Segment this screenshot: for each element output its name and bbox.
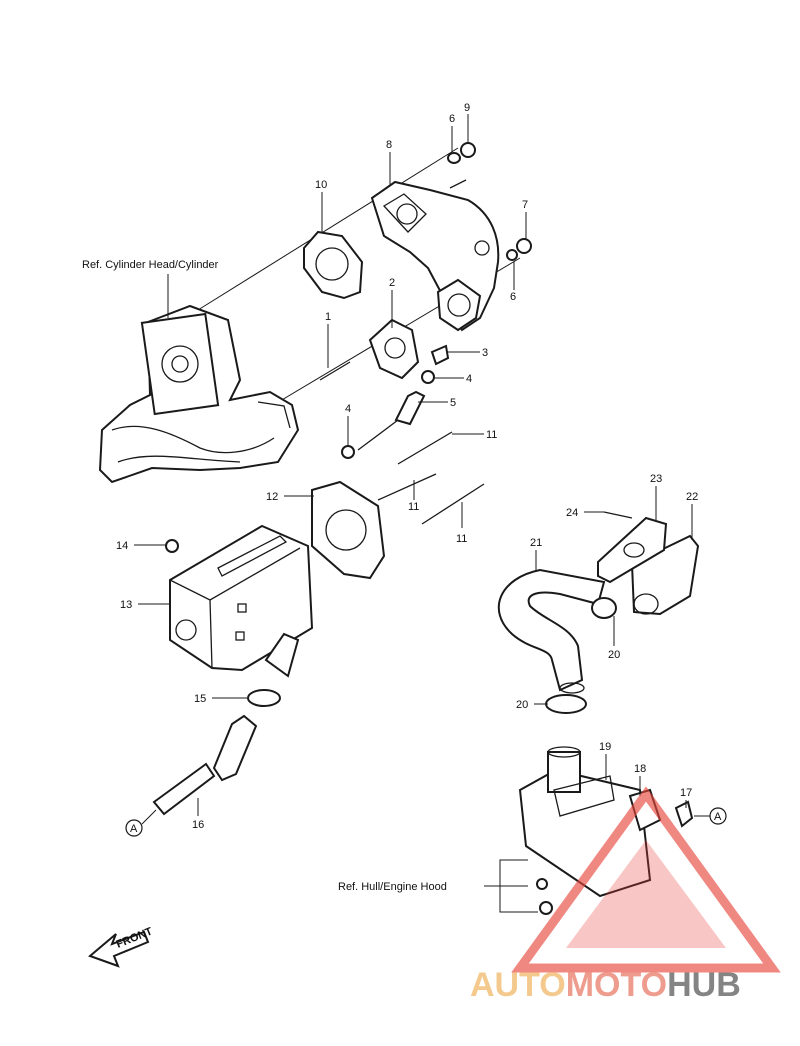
reference-hull-label: Ref. Hull/Engine Hood <box>338 881 447 893</box>
water-box-19 <box>518 746 652 898</box>
callout-4b: 4 <box>345 403 351 415</box>
watermark-part-moto: MOTO <box>566 966 667 1004</box>
watermark-part-hub: HUB <box>667 966 741 1004</box>
reference-cylinder: Ref. Cylinder Head/Cylinder <box>82 259 219 318</box>
gasket-10 <box>303 230 364 300</box>
gasket-12 <box>311 480 386 580</box>
hose-5 <box>394 390 426 426</box>
washer-6-top <box>447 152 461 164</box>
stud-1 <box>319 361 351 381</box>
callout-17: 17 <box>680 787 692 799</box>
callout-3: 3 <box>482 347 488 359</box>
callout-21: 21 <box>530 537 542 549</box>
screw-hull <box>536 878 553 915</box>
muffler-13 <box>169 524 314 678</box>
callout-11b: 11 <box>408 501 419 513</box>
callout-5: 5 <box>450 397 456 409</box>
callout-11a: 11 <box>486 429 497 441</box>
callout-1: 1 <box>325 311 331 323</box>
clamp-20-upper <box>591 597 617 619</box>
callout-11c: 11 <box>456 533 467 545</box>
callout-7: 7 <box>522 199 528 211</box>
callout-23: 23 <box>650 473 662 485</box>
callout-12: 12 <box>266 491 278 503</box>
studs-11 <box>357 419 485 525</box>
callout-2: 2 <box>389 277 395 289</box>
connector-a-right-label: A <box>714 811 722 823</box>
connector-a-right: A <box>694 807 727 825</box>
callout-20a: 20 <box>608 649 620 661</box>
callout-8: 8 <box>386 139 392 151</box>
warning-triangle-logo-icon <box>511 786 781 973</box>
pipe-21 <box>497 568 606 694</box>
front-arrow: FRONT <box>88 925 155 968</box>
exhaust-manifold <box>98 304 300 484</box>
callout-6a: 6 <box>449 113 455 125</box>
callout-18: 18 <box>634 763 646 775</box>
bolt-24 <box>603 511 633 519</box>
clip-17 <box>674 800 694 828</box>
callout-13: 13 <box>120 599 132 611</box>
callout-6b: 6 <box>510 291 516 303</box>
gasket-2 <box>368 318 420 380</box>
plug-14 <box>165 539 179 553</box>
callout-15: 15 <box>194 693 206 705</box>
clamp-20-lower <box>545 694 587 714</box>
callout-19: 19 <box>599 741 611 753</box>
connector-a-left-label: A <box>130 823 138 835</box>
callout-20b: 20 <box>516 699 528 711</box>
fitting-3 <box>430 344 450 366</box>
clamp-15 <box>247 689 281 707</box>
nut-4-lower <box>341 445 355 459</box>
nut-7 <box>516 238 532 254</box>
reference-hull: Ref. Hull/Engine Hood <box>338 859 538 913</box>
watermark-part-auto: AUTO <box>470 966 566 1004</box>
washer-6-mid <box>506 249 518 261</box>
hose-16 <box>152 714 258 816</box>
watermark-logo: AUTOMOTOHUB <box>470 786 781 1004</box>
nut-4-upper <box>421 370 435 384</box>
connector-a-left: A <box>125 809 157 837</box>
nut-9 <box>460 142 476 158</box>
callout-22: 22 <box>686 491 698 503</box>
callouts: 1 2 3 4 4 5 6 6 7 8 9 10 11 11 11 12 13 <box>116 102 698 831</box>
callout-9: 9 <box>464 102 470 114</box>
callout-4a: 4 <box>466 373 472 385</box>
callout-16: 16 <box>192 819 204 831</box>
watermark-text: AUTOMOTOHUB <box>470 966 741 1004</box>
gasket-23 <box>597 516 668 584</box>
callout-10: 10 <box>315 179 327 191</box>
reference-cylinder-label: Ref. Cylinder Head/Cylinder <box>82 259 219 271</box>
exhaust-pipe <box>370 179 500 332</box>
callout-14: 14 <box>116 540 128 552</box>
outlet-22 <box>630 534 700 616</box>
callout-24: 24 <box>566 507 578 519</box>
